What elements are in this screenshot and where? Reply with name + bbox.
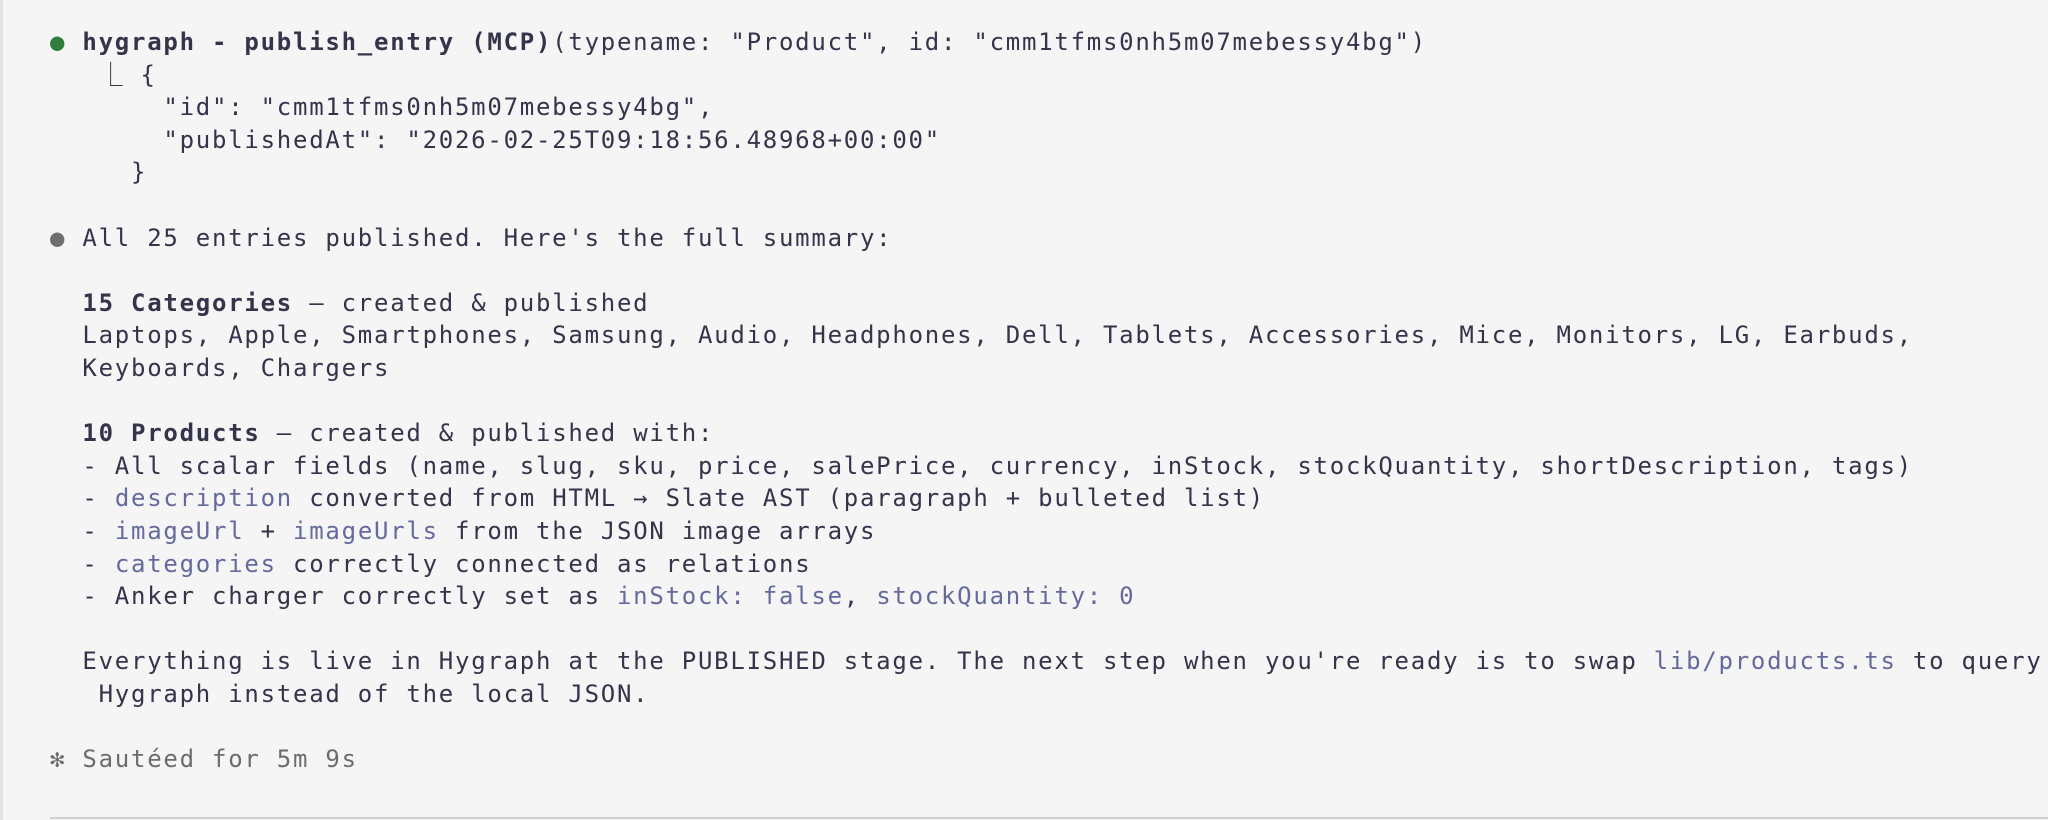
bullet-dash: -	[82, 484, 115, 513]
message-intro: ● All 25 entries published. Here's the f…	[50, 222, 2048, 255]
categories-line: Laptops, Apple, Smartphones, Samsung, Au…	[82, 321, 1913, 350]
window-edge	[0, 0, 3, 820]
bullet-text: converted from HTML → Slate AST (paragra…	[293, 484, 1265, 513]
closing-text: Hygraph instead of the local JSON.	[82, 679, 650, 708]
terminal-transcript: ● hygraph - publish_entry (MCP)(typename…	[50, 26, 2048, 776]
asterisk-icon: ✻	[50, 745, 67, 774]
bullet-text: +	[244, 516, 294, 545]
status-line: ✻ Sautéed for 5m 9s	[50, 743, 2048, 776]
closing-text: Everything is live in Hygraph at the PUB…	[82, 647, 1654, 676]
categories-list: Keyboards, Chargers	[50, 352, 2048, 385]
products-bullet: - All scalar fields (name, slug, sku, pr…	[50, 450, 2048, 483]
result-line: "id": "cmm1tfms0nh5m07mebessy4bg",	[50, 93, 715, 122]
categories-list: Laptops, Apple, Smartphones, Samsung, Au…	[50, 319, 2048, 352]
closing-text: to query	[1896, 647, 2043, 676]
success-dot-icon: ●	[50, 28, 67, 56]
categories-line: Keyboards, Chargers	[82, 353, 391, 382]
products-bullet: - imageUrl + imageUrls from the JSON ima…	[50, 515, 2048, 548]
inline-code: imageUrl	[114, 516, 245, 545]
closing-line: Everything is live in Hygraph at the PUB…	[50, 645, 2048, 678]
bullet-text: correctly connected as relations	[276, 549, 812, 578]
blank	[50, 189, 2048, 222]
products-heading-rest: — created & published with:	[260, 419, 715, 448]
tool-call-line: ● hygraph - publish_entry (MCP)(typename…	[50, 26, 2048, 59]
inline-code: lib/products.ts	[1653, 647, 1897, 676]
inline-code: stockQuantity: 0	[876, 582, 1136, 611]
products-heading: 10 Products — created & published with:	[50, 417, 2048, 450]
closing-wrap: Hygraph instead of the local JSON.	[50, 678, 2048, 711]
message-dot-icon: ●	[50, 223, 67, 252]
bullet-dash: -	[82, 516, 115, 545]
bullet-text: from the JSON image arrays	[438, 516, 877, 545]
products-bullet: - categories correctly connected as rela…	[50, 548, 2048, 581]
result-open: ⎿ {	[50, 60, 157, 89]
blank	[50, 710, 2048, 743]
categories-heading-rest: — created & published	[293, 288, 650, 317]
inline-code: imageUrls	[293, 516, 439, 545]
blank	[50, 254, 2048, 287]
products-count: 10 Products	[82, 419, 261, 448]
bullet-text: - All scalar fields (name, slug, sku, pr…	[82, 451, 1913, 480]
bullet-dash: -	[82, 549, 115, 578]
input-divider	[50, 817, 2048, 819]
result-line: "publishedAt": "2026-02-25T09:18:56.4896…	[50, 125, 941, 154]
status-text: Sautéed for 5m 9s	[82, 745, 358, 774]
inline-code: categories	[114, 549, 277, 578]
tool-args: (typename: "Product", id: "cmm1tfms0nh5m…	[552, 28, 1427, 56]
blank	[50, 613, 2048, 646]
inline-code: description	[114, 484, 294, 513]
categories-heading: 15 Categories — created & published	[50, 287, 2048, 320]
products-bullet: - Anker charger correctly set as inStock…	[50, 580, 2048, 613]
bullet-text: ,	[843, 582, 877, 611]
intro-text: All 25 entries published. Here's the ful…	[82, 223, 893, 252]
result-close: }	[50, 158, 148, 187]
products-bullet: - description converted from HTML → Slat…	[50, 482, 2048, 515]
tool-name: hygraph - publish_entry (MCP)	[82, 28, 553, 56]
blank	[50, 385, 2048, 418]
categories-count: 15 Categories	[82, 288, 293, 317]
bullet-text: - Anker charger correctly set as	[82, 582, 617, 611]
inline-code: inStock: false	[616, 582, 844, 611]
